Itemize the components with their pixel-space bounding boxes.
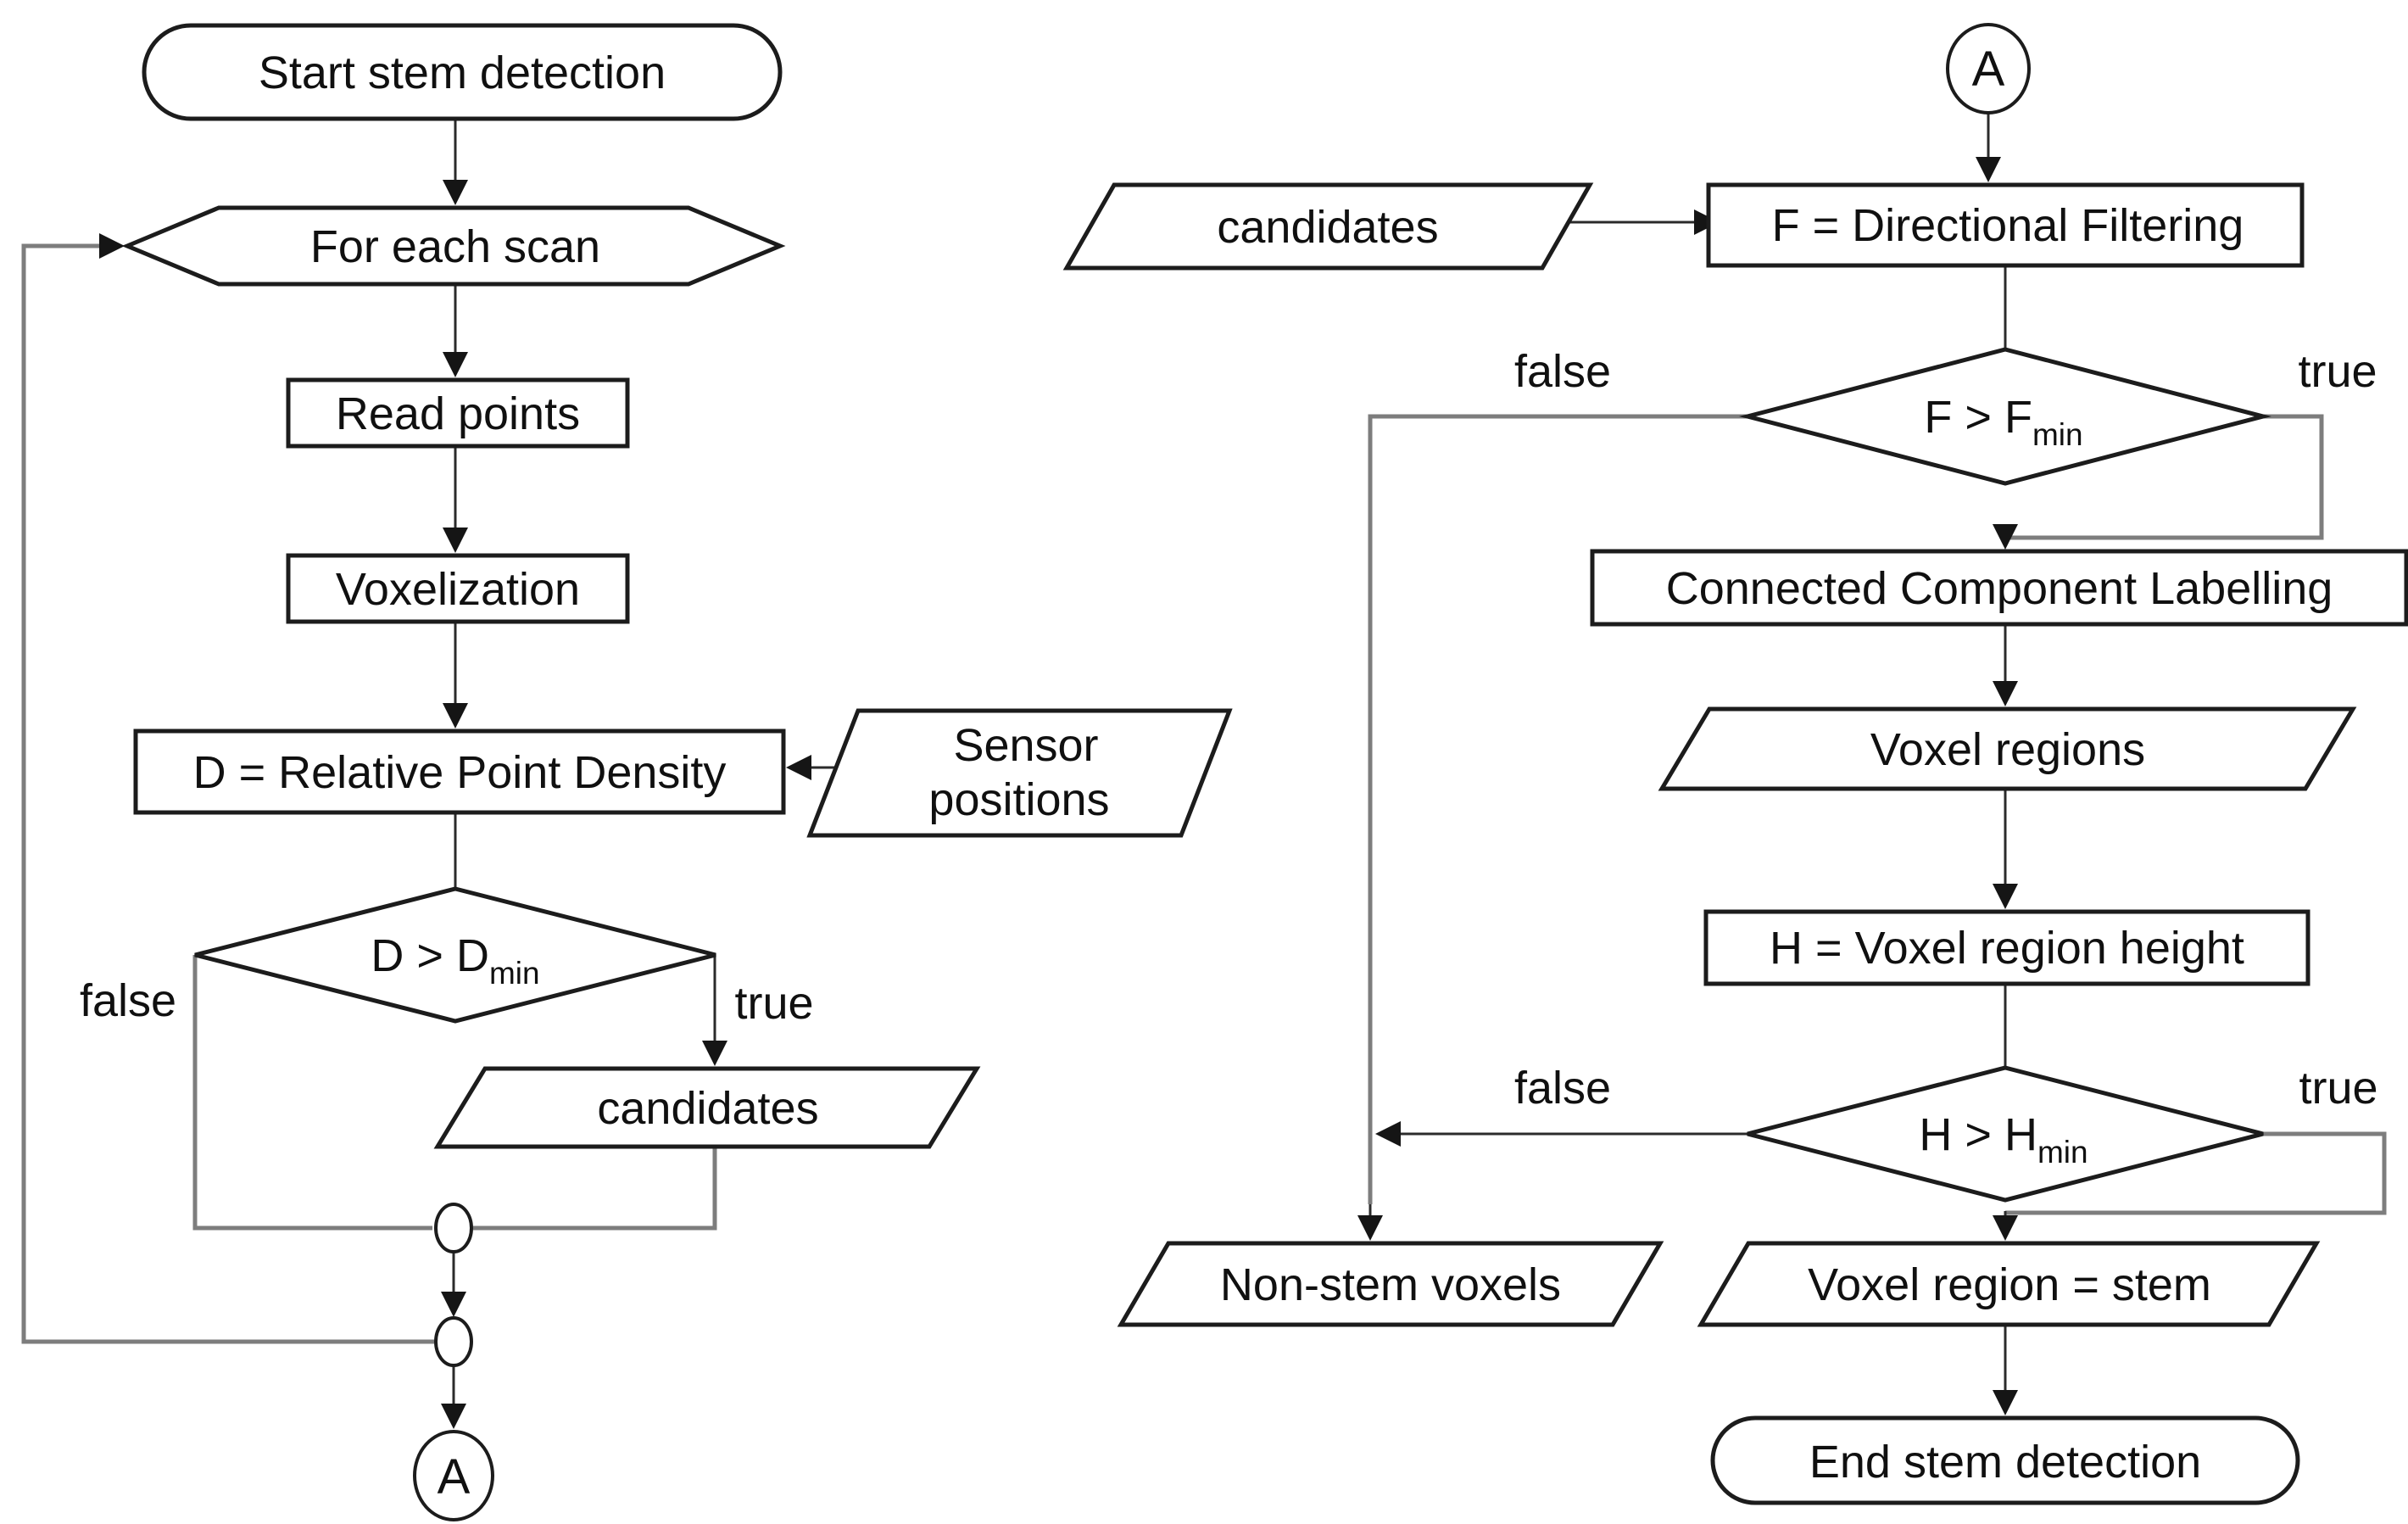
candidates-right-label: candidates	[1217, 202, 1438, 253]
f-decision-label: F > Fmin	[1924, 392, 2082, 452]
f-true-label: true	[2298, 346, 2377, 397]
d-false-label: false	[80, 975, 176, 1026]
for-each-scan-label: For each scan	[310, 221, 600, 272]
sensor-positions-data-shape	[806, 708, 1233, 838]
read-points-process-shape	[286, 377, 630, 449]
off-page-connector-a-right	[1946, 23, 2031, 114]
edge-f-false-routed	[1368, 414, 1747, 1204]
merge-connector-circle	[434, 1203, 473, 1253]
read-points-label: Read points	[336, 388, 580, 439]
voxelization-label: Voxelization	[336, 564, 580, 615]
d-decision-label: D > Dmin	[371, 930, 539, 991]
non-stem-voxels-data-shape	[1117, 1241, 1664, 1327]
h-decision-label: H > Hmin	[1919, 1109, 2087, 1170]
sensor-positions-label-line1: Sensor	[953, 720, 1098, 771]
directional-filtering-process-shape	[1706, 182, 2305, 268]
voxel-region-height-label: H = Voxel region height	[1770, 923, 2244, 974]
edge-h-true-routed	[2005, 1131, 2387, 1215]
edge-d-false-to-merge	[192, 955, 432, 1231]
h-false-label: false	[1514, 1063, 1611, 1114]
labels: Start stem detection For each scan Read …	[80, 42, 2378, 1504]
d-true-label: true	[734, 978, 813, 1029]
voxel-region-stem-label: Voxel region = stem	[1808, 1259, 2211, 1310]
edge-f-true-routed	[2005, 414, 2324, 540]
connected-component-labelling-process-shape	[1590, 549, 2408, 627]
start-label: Start stem detection	[259, 47, 666, 98]
directional-filtering-label: F = Directional Filtering	[1772, 200, 2244, 251]
start-terminator-shape	[142, 23, 783, 121]
voxel-region-stem-data-shape	[1697, 1241, 2321, 1327]
h-true-label: true	[2299, 1063, 2377, 1114]
off-page-connector-a-left	[413, 1430, 494, 1521]
f-decision-diamond-shape	[1739, 347, 2271, 486]
sensor-positions-label-line2: positions	[928, 774, 1109, 825]
voxel-region-height-process-shape	[1703, 909, 2310, 986]
end-label: End stem detection	[1809, 1437, 2201, 1488]
d-decision-diamond-shape	[194, 886, 716, 1024]
edges	[21, 114, 2387, 1429]
candidates-right-data-shape	[1062, 182, 1594, 271]
nodes	[121, 23, 2408, 1521]
candidates-left-label: candidates	[597, 1083, 818, 1134]
edge-candidates-to-merge	[473, 1147, 717, 1231]
relative-point-density-label: D = Relative Point Density	[193, 747, 727, 798]
candidates-left-data-shape	[433, 1066, 981, 1149]
relative-point-density-process-shape	[133, 729, 786, 815]
edge-loopback-to-foreachscan	[21, 243, 434, 1344]
f-false-label: false	[1514, 346, 1611, 397]
connector-a-left-label: A	[438, 1449, 471, 1504]
connector-a-right-label: A	[1972, 42, 2005, 97]
connected-component-labelling-label: Connected Component Labelling	[1666, 563, 2333, 614]
voxel-regions-data-shape	[1658, 706, 2357, 791]
voxel-regions-label: Voxel regions	[1870, 724, 2145, 775]
for-each-scan-loop-shape	[121, 205, 786, 287]
h-decision-diamond-shape	[1747, 1065, 2264, 1203]
loop-junction-circle	[434, 1316, 473, 1367]
end-terminator-shape	[1710, 1415, 2300, 1505]
non-stem-voxels-label: Non-stem voxels	[1220, 1259, 1561, 1310]
voxelization-process-shape	[286, 553, 630, 624]
